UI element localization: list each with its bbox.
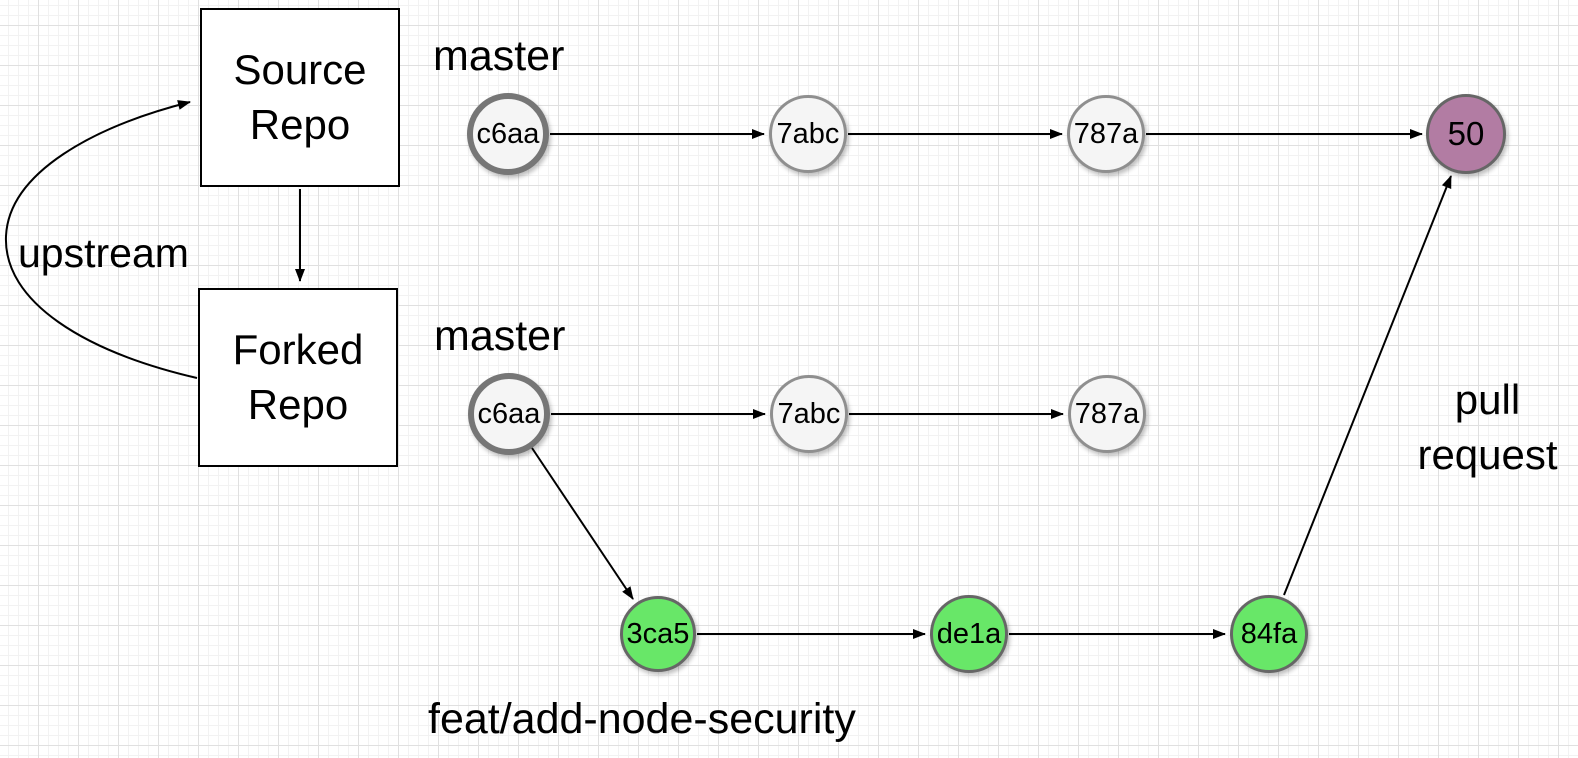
pull-request-label: pull request (1417, 376, 1558, 478)
commit-node-source-7abc[interactable]: 7abc (769, 95, 847, 173)
commit-hash: 7abc (776, 117, 840, 150)
commit-hash: 787a (1073, 117, 1139, 150)
upstream-label: upstream (18, 230, 189, 276)
master-label-fork: master (434, 312, 566, 360)
commit-node-feature-de1a[interactable]: de1a (930, 595, 1008, 673)
forked-repo-label: Forked Repo (232, 325, 364, 428)
commit-hash: 7abc (777, 397, 841, 430)
commit-hash: 84fa (1240, 617, 1298, 650)
commit-node-fork-7abc[interactable]: 7abc (770, 375, 848, 453)
master-label-source: master (433, 32, 565, 80)
commit-hash: 787a (1074, 397, 1140, 430)
commit-node-source-c6aa[interactable]: c6aa (467, 93, 549, 175)
source-repo-node[interactable]: Source Repo (200, 8, 400, 187)
edge-pull-request-84fa-to-50 (1283, 175, 1452, 596)
commit-hash: 50 (1447, 115, 1485, 152)
commit-hash: de1a (936, 617, 1002, 650)
commit-hash: 3ca5 (626, 617, 690, 650)
commit-node-feature-84fa[interactable]: 84fa (1230, 595, 1308, 673)
commit-node-fork-787a[interactable]: 787a (1068, 375, 1146, 453)
commit-hash: c6aa (476, 117, 540, 150)
commit-node-feature-3ca5[interactable]: 3ca5 (620, 596, 696, 672)
feature-branch-label: feat/add-node-security (428, 695, 856, 743)
commit-hash: c6aa (477, 397, 541, 430)
commit-node-source-787a[interactable]: 787a (1067, 95, 1145, 173)
commit-node-fork-c6aa[interactable]: c6aa (468, 373, 550, 455)
source-repo-label: Source Repo (233, 45, 367, 148)
edge-upstream-curve (4, 100, 198, 379)
forked-repo-node[interactable]: Forked Repo (198, 288, 398, 467)
edge-branch-c6aa-to-3ca5 (531, 447, 634, 600)
commit-node-merge-50[interactable]: 50 (1426, 94, 1506, 174)
